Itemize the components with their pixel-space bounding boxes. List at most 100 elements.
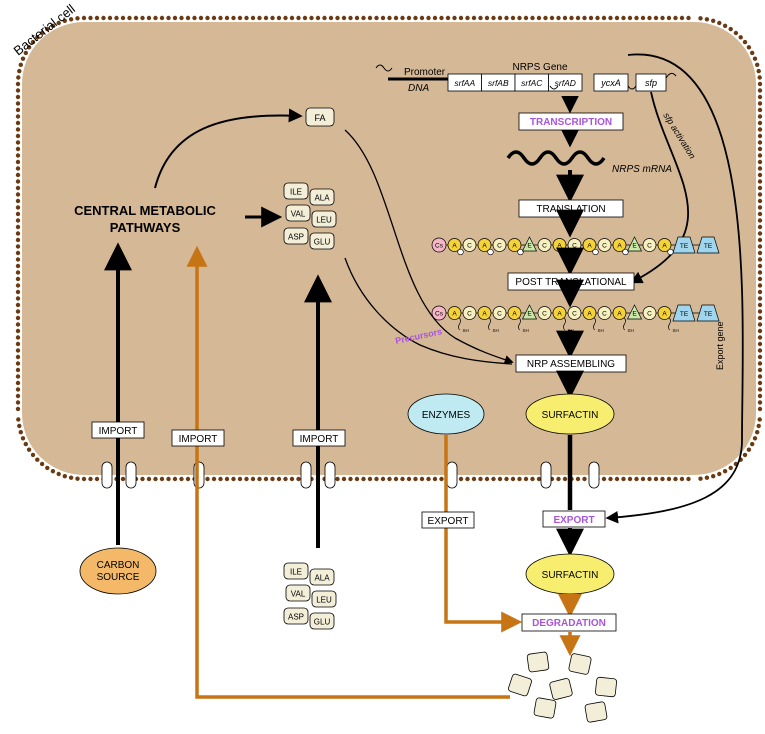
domain-label: A — [557, 243, 562, 250]
membrane-lipid-dot — [172, 15, 178, 21]
membrane-lipid-dot — [30, 452, 36, 458]
carbon-import-box — [91, 421, 145, 439]
pcp-arm — [458, 317, 461, 331]
domain-label: TE — [704, 243, 713, 250]
membrane-lipid-dot — [757, 94, 763, 100]
membrane-lipid-dot — [146, 15, 152, 21]
ycxA-gene-box — [593, 73, 629, 92]
c-domain — [537, 238, 552, 252]
membrane-lipid-dot — [322, 15, 327, 21]
membrane-lipid-dot — [15, 400, 21, 405]
membrane-lipid-dot — [757, 185, 763, 191]
membrane-lipid-dot — [26, 45, 32, 50]
membrane-lipid-dot — [698, 476, 703, 481]
membrane-lipid-dot — [15, 146, 21, 152]
translation-label: TRANSLATION — [536, 204, 605, 215]
membrane-lipid-dot — [179, 476, 184, 482]
membrane-lipid-dot — [757, 289, 763, 295]
amino-import-box — [292, 429, 346, 447]
membrane-lipid-dot — [728, 26, 733, 32]
c-domain — [567, 306, 582, 320]
membrane-lipid-dot — [673, 15, 678, 21]
membrane-lipid-dot — [140, 15, 145, 21]
fragment-box — [595, 676, 617, 698]
membrane-lipid-dot — [757, 328, 763, 334]
amino-acid-box — [311, 590, 337, 608]
membrane-lipid-dot — [742, 452, 748, 458]
domain-label: Cs — [435, 243, 444, 250]
membrane-lipid-dot — [35, 457, 40, 462]
membrane-lipid-dot — [192, 15, 197, 21]
membrane-lipid-dot — [302, 15, 308, 21]
membrane-lipid-dot — [263, 476, 269, 482]
membrane-lipid-dot — [757, 417, 762, 422]
a-domain — [657, 306, 672, 320]
membrane-lipid-dot — [432, 15, 438, 21]
membrane-lipid-dot — [575, 476, 581, 482]
a-domain — [552, 306, 567, 320]
enzymes-export-box — [421, 511, 475, 529]
surfactin-inside-label: SURFACTIN — [542, 410, 599, 421]
membrane-lipid-dot — [15, 341, 21, 347]
promoter-label: Promoter — [404, 67, 446, 78]
a-domain — [612, 306, 627, 320]
membrane-lipid-dot — [478, 15, 483, 21]
membrane-lipid-dot — [510, 15, 516, 21]
domain-label: C — [572, 243, 577, 250]
membrane-lipid-dot — [627, 476, 633, 482]
membrane-lipid-dot — [757, 146, 763, 152]
membrane-lipid-dot — [35, 35, 40, 40]
membrane-lipid-dot — [679, 476, 685, 482]
membrane-lipid-dot — [536, 476, 542, 482]
domain-label: C — [602, 243, 607, 250]
nrps-domain-chain-holo: CsASHCASHCASHECASHCASHCASHECASHTETE — [431, 304, 720, 333]
domain-label: A — [662, 243, 667, 250]
membrane-lipid-dot — [289, 15, 295, 21]
membrane-lipid-dot — [15, 250, 21, 256]
domain-label: TE — [680, 311, 689, 318]
amino-acid-box — [309, 232, 335, 250]
membrane-lipid-dot — [746, 45, 752, 50]
sfp-label: sfp — [645, 78, 657, 88]
c-domain — [492, 306, 507, 320]
c-domain — [597, 306, 612, 320]
membrane-lipid-dot — [756, 423, 761, 429]
membrane-lipid-dot — [634, 15, 639, 21]
a-domain — [612, 238, 627, 252]
membrane-lipid-dot — [679, 15, 685, 21]
carbon-source-line2: SOURCE — [97, 572, 140, 583]
te-domain — [672, 236, 696, 254]
e-domain — [626, 304, 643, 320]
membrane-lipid-dot — [752, 436, 758, 441]
membrane-lipid-dot — [621, 476, 626, 482]
membrane-channel — [446, 461, 458, 489]
domain-label: A — [482, 243, 487, 250]
amino-acid-label: ILE — [290, 188, 302, 197]
amino-import-label: IMPORT — [300, 434, 339, 445]
membrane-lipid-dot — [185, 476, 191, 482]
membrane-lipid-dot — [452, 15, 457, 21]
domain-label: A — [512, 311, 517, 318]
dna-label: DNA — [408, 83, 429, 94]
membrane-lipid-dot — [159, 476, 165, 482]
membrane-lipid-dot — [15, 140, 21, 145]
membrane-lipid-dot — [711, 474, 716, 479]
a-domain — [447, 306, 462, 320]
central-metabolic-line1: CENTRAL METABOLIC — [74, 203, 216, 218]
membrane-lipid-dot — [50, 469, 56, 474]
membrane-lipid-dot — [15, 198, 21, 204]
amino-acid-box — [283, 182, 309, 200]
amino-acid-box — [285, 584, 311, 602]
membrane-lipid-dot — [614, 15, 620, 21]
membrane-lipid-dot — [380, 15, 386, 21]
membrane-lipid-dot — [244, 476, 249, 482]
membrane-lipid-dot — [68, 475, 74, 480]
domain-label: A — [617, 243, 622, 250]
fragment-box — [568, 653, 592, 675]
membrane-lipid-dot — [15, 328, 21, 334]
membrane-lipid-dot — [698, 16, 703, 21]
membrane-lipid-dot — [582, 476, 587, 482]
membrane-lipid-dot — [15, 315, 21, 321]
membrane-lipid-dot — [15, 179, 21, 184]
